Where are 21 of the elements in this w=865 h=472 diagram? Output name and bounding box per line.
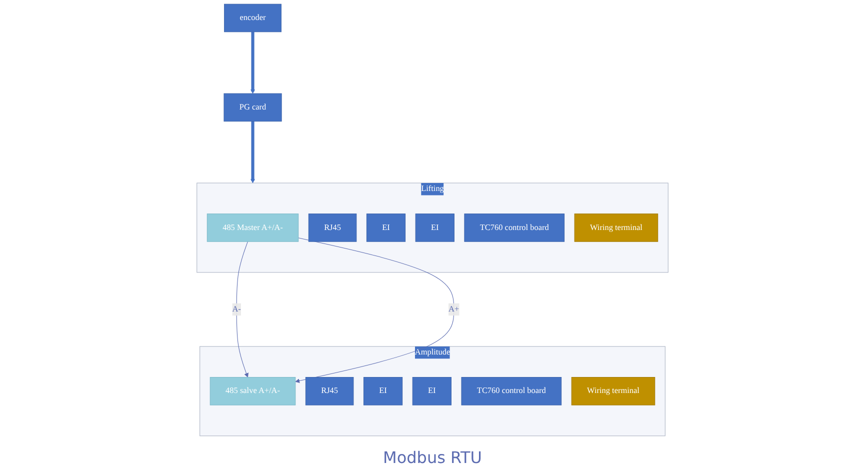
node-box: TC760 control board (464, 214, 565, 242)
edge-label: A+ (448, 304, 460, 314)
node-box: TC760 control board (461, 377, 562, 406)
node-box: EI (412, 377, 452, 406)
node-box: RJ45 (308, 214, 357, 242)
node-box: Wiring terminal (571, 377, 656, 406)
node-box: 485 salve A+/A- (210, 377, 296, 406)
edge-label: A- (232, 304, 241, 314)
node-box: RJ45 (305, 377, 354, 406)
node-box: 485 Master A+/A- (206, 214, 299, 242)
arrow (250, 32, 256, 94)
node-box: Wiring terminal (574, 214, 658, 242)
node-box: EI (366, 214, 406, 242)
node-box: EI (415, 214, 454, 242)
node-box: PG card (224, 93, 282, 122)
arrow (250, 121, 256, 184)
bus-label: Modbus RTU (383, 448, 482, 467)
node-box: encoder (224, 4, 282, 32)
arrow (295, 238, 454, 383)
arrow (236, 241, 248, 378)
node-box: EI (363, 377, 403, 406)
